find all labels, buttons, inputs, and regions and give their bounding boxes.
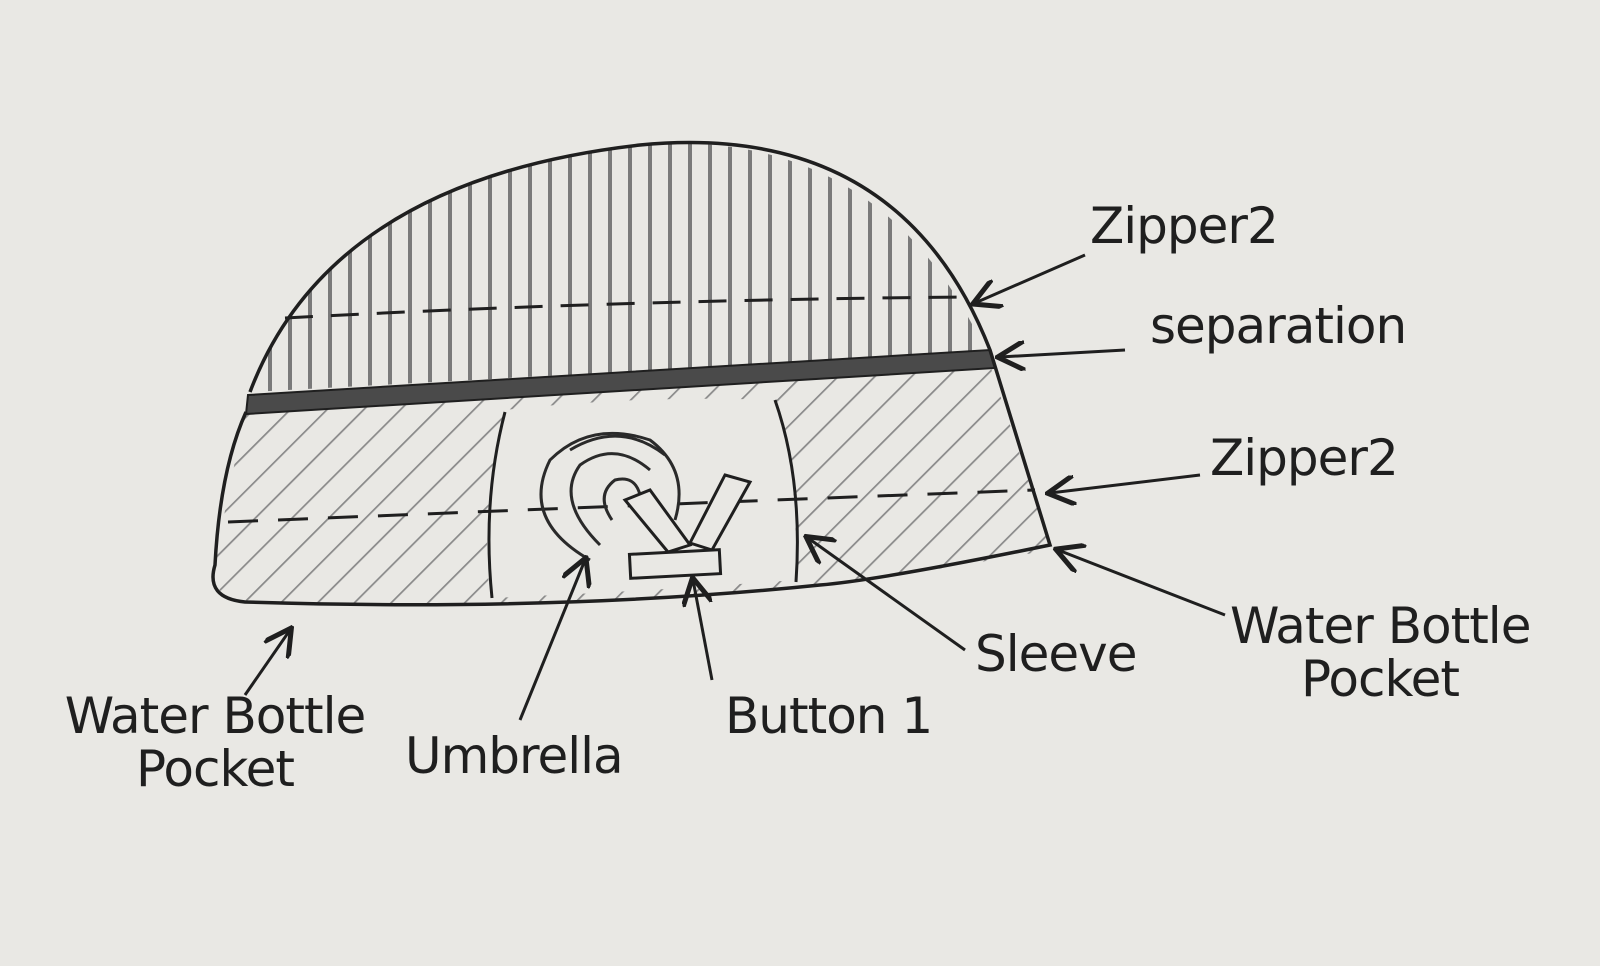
arrow-button [693, 580, 714, 681]
button-drawing [622, 473, 753, 580]
arrow-sleeve [808, 538, 966, 652]
label-separation: separation [1150, 297, 1407, 355]
label-water-bottle-right-line1: Water Bottle [1230, 597, 1531, 655]
umbrella-drawing [539, 431, 681, 562]
bag-outline [211, 140, 1053, 607]
leader-lines [243, 253, 1226, 721]
label-zipper-top: Zipper2 [1090, 197, 1279, 255]
label-water-bottle-right-line2: Pocket [1301, 649, 1460, 708]
label-button: Button 1 [725, 687, 933, 745]
arrow-separation [1000, 350, 1126, 357]
sleeve-right-edge [773, 399, 799, 583]
arrow-umbrella [518, 560, 585, 721]
sleeve-left-edge [487, 411, 507, 599]
arrow-zipper-top [975, 253, 1086, 303]
label-water-bottle-left-line2: Pocket [136, 739, 295, 798]
label-water-bottle-pocket-left: Water Bottle Pocket [60, 690, 370, 795]
label-water-bottle-left-line1: Water Bottle [64, 687, 366, 745]
label-water-bottle-pocket-right: Water Bottle Pocket [1230, 597, 1531, 708]
label-sleeve: Sleeve [975, 625, 1138, 683]
arrow-water-bottle-left [243, 630, 290, 696]
arrow-zipper-middle [1050, 473, 1201, 493]
zipper-top-line [284, 295, 966, 320]
label-umbrella: Umbrella [405, 727, 624, 785]
arrow-water-bottle-right [1058, 550, 1226, 617]
label-zipper-middle: Zipper2 [1210, 429, 1399, 487]
